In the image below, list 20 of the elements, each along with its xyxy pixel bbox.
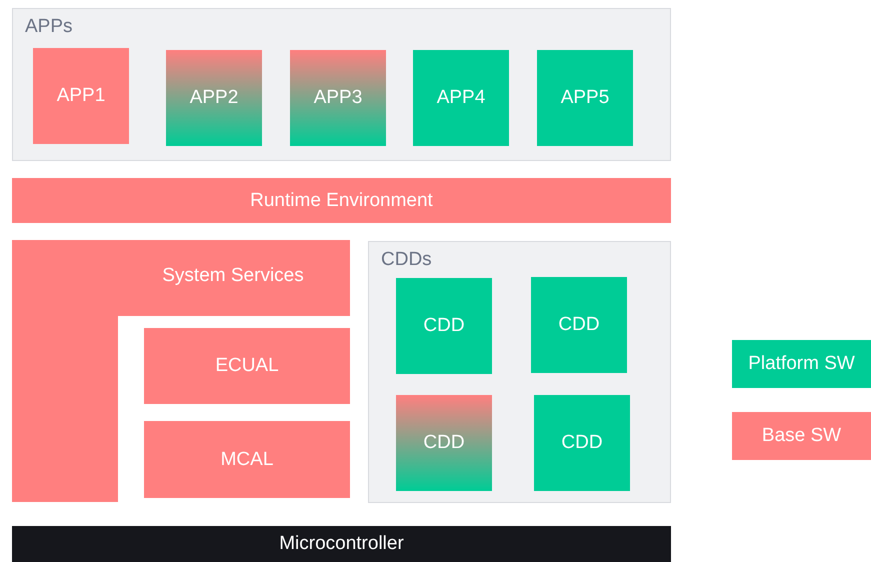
cdd-block: CDD (534, 395, 630, 491)
layer-label: System Services (161, 265, 305, 287)
group-title: CDDs (381, 249, 432, 271)
cdd-block: CDD (396, 278, 492, 374)
cdd-block: CDD (531, 277, 627, 373)
cdd-block: CDD (396, 395, 492, 491)
app-block: APP3 (290, 50, 386, 146)
layer-bar: Runtime Environment (12, 178, 671, 223)
app-block: APP2 (166, 50, 262, 146)
app-block: APP1 (33, 48, 129, 144)
app-block: APP4 (413, 50, 509, 146)
app-block: APP5 (537, 50, 633, 146)
layer-block: ECUAL (144, 328, 350, 404)
layer-bar: Microcontroller (12, 526, 671, 562)
layer-block: MCAL (144, 421, 350, 498)
legend-label: Base SW (762, 425, 842, 447)
group-panel (12, 8, 671, 161)
legend-label: Platform SW (748, 353, 855, 375)
group-title: APPs (25, 16, 73, 38)
group-panel (368, 241, 671, 503)
